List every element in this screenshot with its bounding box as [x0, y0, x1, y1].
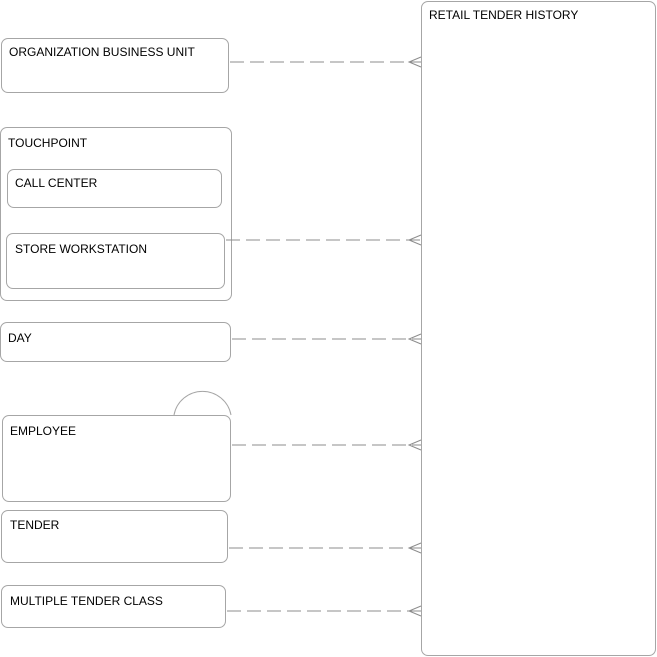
entity-employee[interactable]: EMPLOYEE [2, 415, 231, 502]
entity-label: DAY [8, 331, 32, 345]
entity-store-workstation[interactable]: STORE WORKSTATION [6, 233, 225, 289]
entity-label: RETAIL TENDER HISTORY [429, 8, 579, 22]
crows-foot-icon [407, 605, 422, 617]
relationship-day [232, 333, 422, 345]
relationship-store-workstation [226, 234, 422, 246]
crows-foot-icon [407, 56, 422, 68]
entity-label: ORGANIZATION BUSINESS UNIT [9, 45, 195, 59]
relationship-multiple-tender-class [227, 605, 422, 617]
employee-recursive-relationship [173, 390, 232, 416]
entity-organization-business-unit[interactable]: ORGANIZATION BUSINESS UNIT [1, 38, 229, 93]
entity-label: CALL CENTER [15, 176, 98, 190]
entity-label: STORE WORKSTATION [15, 242, 148, 256]
crows-foot-icon [407, 333, 422, 345]
entity-label: MULTIPLE TENDER CLASS [10, 594, 163, 608]
entity-touchpoint[interactable]: TOUCHPOINT [0, 127, 232, 301]
entity-call-center[interactable]: CALL CENTER [7, 169, 222, 208]
crows-foot-icon [407, 234, 422, 246]
relationship-organization-business-unit [230, 56, 422, 68]
relationship-employee [232, 439, 422, 451]
entity-tender[interactable]: TENDER [1, 510, 228, 563]
entity-label: TENDER [10, 518, 60, 532]
entity-retail-tender-history[interactable]: RETAIL TENDER HISTORY [421, 1, 656, 656]
entity-label: TOUCHPOINT [8, 136, 88, 150]
entity-day[interactable]: DAY [0, 322, 231, 362]
crows-foot-icon [407, 542, 422, 554]
entity-label: EMPLOYEE [10, 424, 77, 438]
crows-foot-icon [407, 439, 422, 451]
relationship-tender [229, 542, 422, 554]
entity-multiple-tender-class[interactable]: MULTIPLE TENDER CLASS [1, 585, 226, 628]
